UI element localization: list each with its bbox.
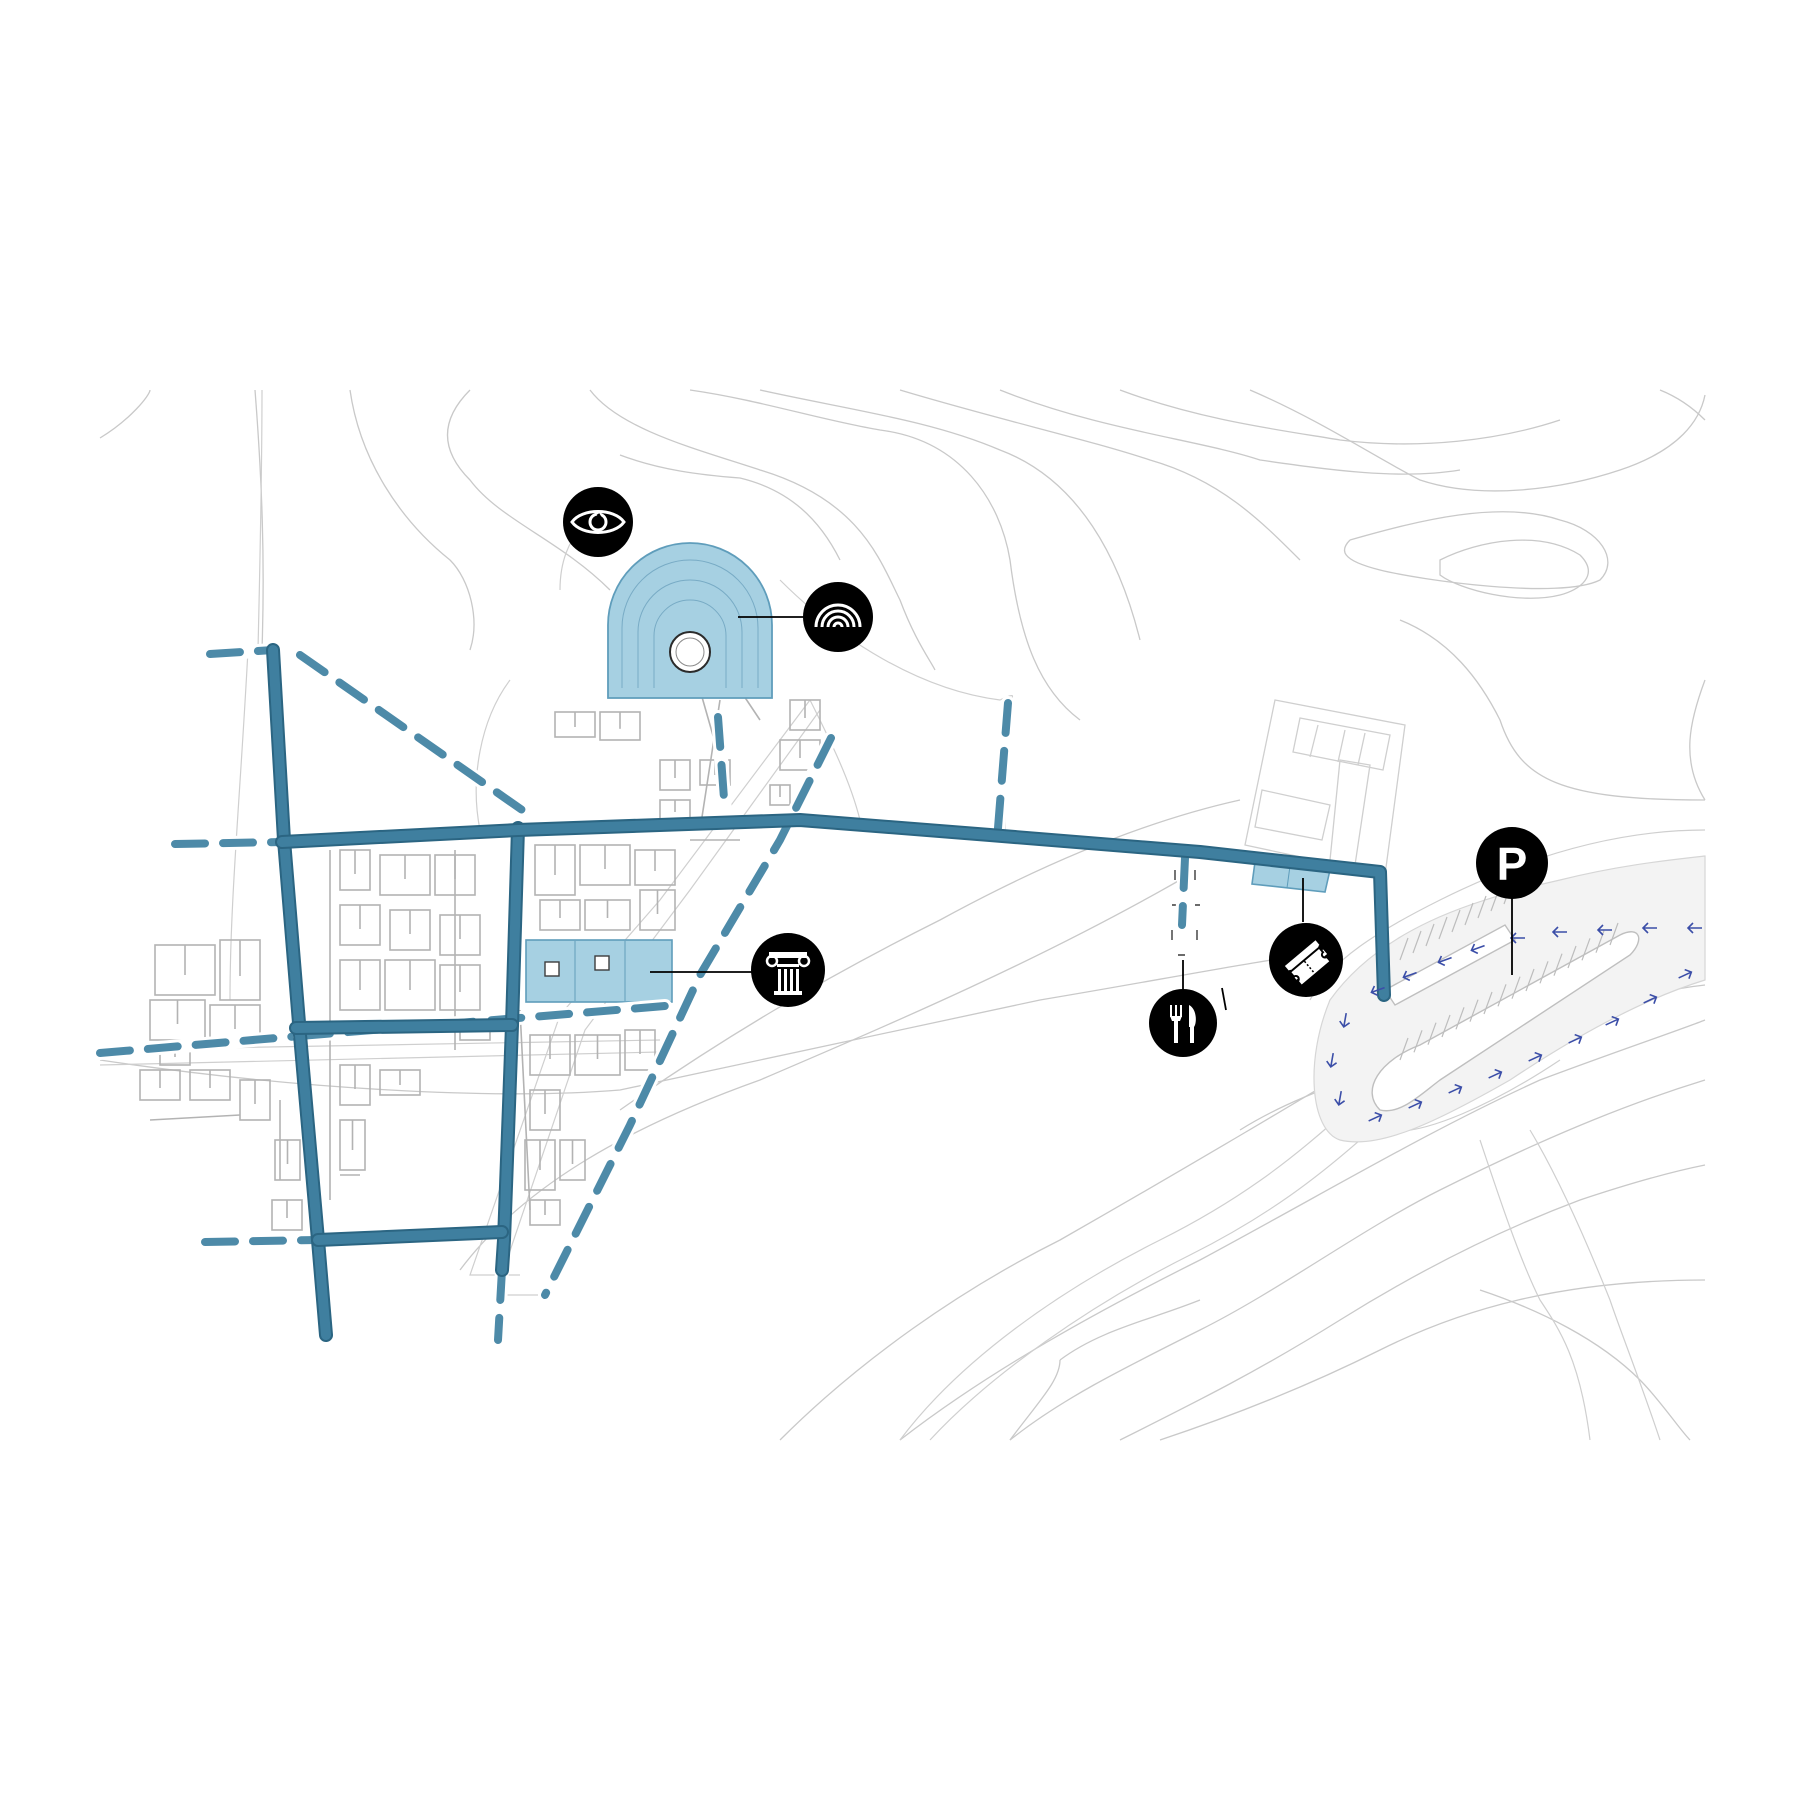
secondary-route xyxy=(994,699,1012,832)
parking-icon: P xyxy=(1497,838,1528,890)
archaeological-ruins xyxy=(139,689,821,1231)
parking-bay xyxy=(1413,1030,1423,1053)
parking-bay xyxy=(1455,1007,1465,1030)
secondary-route xyxy=(201,1236,322,1246)
parking-bay xyxy=(1497,984,1507,1007)
museum-block xyxy=(525,939,673,1003)
eye-icon xyxy=(570,510,626,534)
parking-bay xyxy=(1567,945,1577,969)
ionic-column-icon xyxy=(765,952,811,995)
ruin-wall xyxy=(519,1009,531,1211)
parking-bay xyxy=(1427,1022,1437,1045)
parking-bay xyxy=(1539,961,1549,984)
parking-bay xyxy=(1469,999,1479,1022)
parking-bay xyxy=(1441,1014,1451,1038)
parking-bay xyxy=(1399,1037,1409,1061)
restaurant-structure xyxy=(1171,870,1200,956)
parking-bay xyxy=(1511,976,1521,999)
parking-bay xyxy=(1581,938,1591,961)
traffic-arrow xyxy=(1488,1068,1503,1079)
traffic-arrow xyxy=(1437,955,1452,967)
parking-bay xyxy=(1609,922,1619,946)
parking-bay xyxy=(1412,930,1422,954)
main-route xyxy=(497,823,523,1275)
parking-bay xyxy=(1399,937,1409,961)
parking-bay xyxy=(1451,909,1461,933)
ticket-icon xyxy=(1284,940,1333,988)
traffic-arrow xyxy=(1678,968,1693,979)
fork-knife-icon xyxy=(1170,1005,1196,1043)
parking-area xyxy=(1313,855,1706,1143)
leader-lines xyxy=(650,616,1513,1011)
traffic-arrow xyxy=(1686,922,1702,934)
parking-bay xyxy=(1553,953,1563,976)
secondary-route xyxy=(296,651,529,816)
parking-bay xyxy=(1477,895,1487,919)
traffic-arrow xyxy=(1643,993,1658,1004)
secondary-route xyxy=(714,713,729,816)
ruin-wall xyxy=(149,1114,241,1121)
secondary-route xyxy=(1178,854,1189,929)
traffic-arrow xyxy=(1470,943,1485,955)
traffic-arrow xyxy=(1551,926,1567,938)
traffic-arrow xyxy=(1568,1033,1583,1044)
main-route xyxy=(291,1020,517,1033)
parking-bay xyxy=(1464,902,1474,926)
theatre-pin[interactable] xyxy=(803,582,873,652)
traffic-arrow xyxy=(1334,1090,1346,1107)
tickets-pin[interactable] xyxy=(1269,923,1343,997)
traffic-arrow xyxy=(1596,924,1612,936)
main-route xyxy=(313,1227,507,1245)
main-route xyxy=(268,645,331,1340)
secondary-route xyxy=(494,1266,506,1344)
viewpoint-pin[interactable] xyxy=(563,487,633,557)
modern-buildings xyxy=(1244,699,1406,876)
main-routes xyxy=(266,643,1391,1342)
parking-bay xyxy=(1483,991,1493,1015)
traffic-arrow xyxy=(1326,1052,1338,1069)
traffic-arrow xyxy=(1528,1051,1543,1062)
parking-bay xyxy=(1438,916,1448,940)
traffic-arrow xyxy=(1370,985,1385,997)
traffic-flow-arrows xyxy=(1326,922,1702,1122)
secondary-route xyxy=(96,1032,304,1057)
traffic-arrow xyxy=(1402,970,1417,982)
parking-bay xyxy=(1425,923,1435,947)
theatre-area xyxy=(607,542,773,699)
traffic-arrow xyxy=(1368,1111,1383,1122)
ruin-wall xyxy=(690,689,761,841)
traffic-arrow xyxy=(1408,1098,1423,1109)
traffic-arrow xyxy=(1509,932,1525,944)
parking-bay xyxy=(1525,968,1535,992)
main-route xyxy=(277,815,1389,1000)
secondary-route xyxy=(171,838,286,848)
parking-pin[interactable]: P xyxy=(1476,827,1548,899)
restaurant-pin[interactable] xyxy=(1149,989,1217,1057)
museum-pin[interactable] xyxy=(751,933,825,1007)
secondary-route xyxy=(206,646,277,658)
secondary-route-casing xyxy=(293,648,532,819)
secondary-routes xyxy=(93,643,1192,1347)
traffic-arrow xyxy=(1605,1015,1620,1026)
theatre-icon xyxy=(814,603,862,628)
traffic-arrow xyxy=(1641,922,1657,934)
traffic-arrow xyxy=(1339,1012,1351,1029)
secondary-route xyxy=(541,734,835,1299)
traffic-arrow xyxy=(1448,1083,1463,1094)
